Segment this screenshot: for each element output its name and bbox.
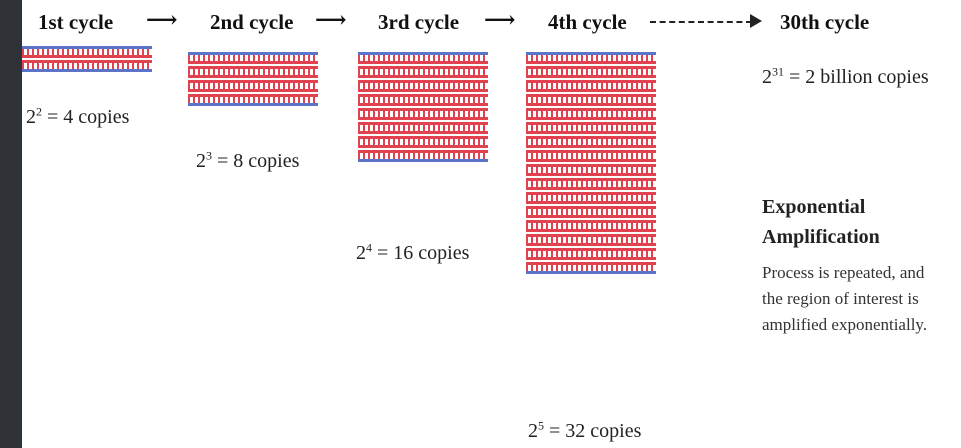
dna-double-strand — [526, 164, 656, 176]
header-cycle-1: 1st cycle — [38, 10, 114, 34]
right-arrow-icon: ⟶ — [146, 7, 178, 32]
count-label-cycle-30: 231 = 2 billion copies — [762, 64, 929, 88]
dna-double-strand — [358, 136, 488, 148]
dna-double-strand — [526, 80, 656, 92]
dna-double-strand — [526, 220, 656, 232]
dna-stack-cycle-4 — [526, 52, 656, 276]
explanation-title-line-1: Exponential — [762, 196, 866, 218]
dna-double-strand — [188, 94, 318, 106]
dna-double-strand — [358, 66, 488, 78]
dna-double-strand — [526, 108, 656, 120]
dna-double-strand — [526, 150, 656, 162]
header-cycle-4: 4th cycle — [548, 10, 627, 34]
dna-double-strand — [22, 60, 152, 72]
dna-double-strand — [188, 52, 318, 64]
dna-double-strand — [358, 52, 488, 64]
dna-double-strand — [358, 80, 488, 92]
dna-double-strand — [526, 206, 656, 218]
left-border — [0, 0, 22, 448]
dna-double-strand — [526, 66, 656, 78]
dna-double-strand — [22, 46, 152, 58]
dna-stack-cycle-3 — [358, 52, 488, 164]
dna-double-strand — [526, 248, 656, 260]
dna-double-strand — [526, 136, 656, 148]
dna-double-strand — [188, 80, 318, 92]
count-label-cycle-3: 24 = 16 copies — [356, 240, 470, 264]
dna-double-strand — [526, 122, 656, 134]
right-arrow-icon: ⟶ — [484, 7, 516, 32]
dna-double-strand — [526, 234, 656, 246]
dna-double-strand — [358, 94, 488, 106]
dna-double-strand — [526, 178, 656, 190]
dna-double-strand — [526, 52, 656, 64]
dna-stack-cycle-2 — [188, 52, 318, 108]
dna-double-strand — [358, 150, 488, 162]
dna-double-strand — [526, 262, 656, 274]
count-label-cycle-2: 23 = 8 copies — [196, 148, 300, 172]
count-label-cycle-4: 25 = 32 copies — [528, 418, 642, 442]
dashed-arrow-line — [650, 21, 752, 23]
explanation-title: Exponential Amplification — [762, 192, 942, 252]
dna-double-strand — [188, 66, 318, 78]
explanation-text-line-3: amplified exponentially. — [762, 315, 928, 334]
header-cycle-3: 3rd cycle — [378, 10, 460, 34]
dna-double-strand — [358, 122, 488, 134]
count-label-cycle-1: 22 = 4 copies — [26, 104, 130, 128]
explanation-text: Process is repeated, and the region of i… — [762, 260, 961, 338]
dna-double-strand — [358, 108, 488, 120]
explanation-title-line-2: Amplification — [762, 226, 880, 248]
dna-double-strand — [526, 94, 656, 106]
dna-double-strand — [526, 192, 656, 204]
header-cycle-2: 2nd cycle — [210, 10, 294, 34]
header-cycle-30: 30th cycle — [780, 10, 870, 34]
explanation-text-line-2: the region of interest is — [762, 289, 919, 308]
dashed-arrow-head-icon — [750, 14, 762, 28]
dna-stack-cycle-1 — [22, 46, 152, 74]
explanation-text-line-1: Process is repeated, and — [762, 263, 925, 282]
right-arrow-icon: ⟶ — [315, 7, 347, 32]
